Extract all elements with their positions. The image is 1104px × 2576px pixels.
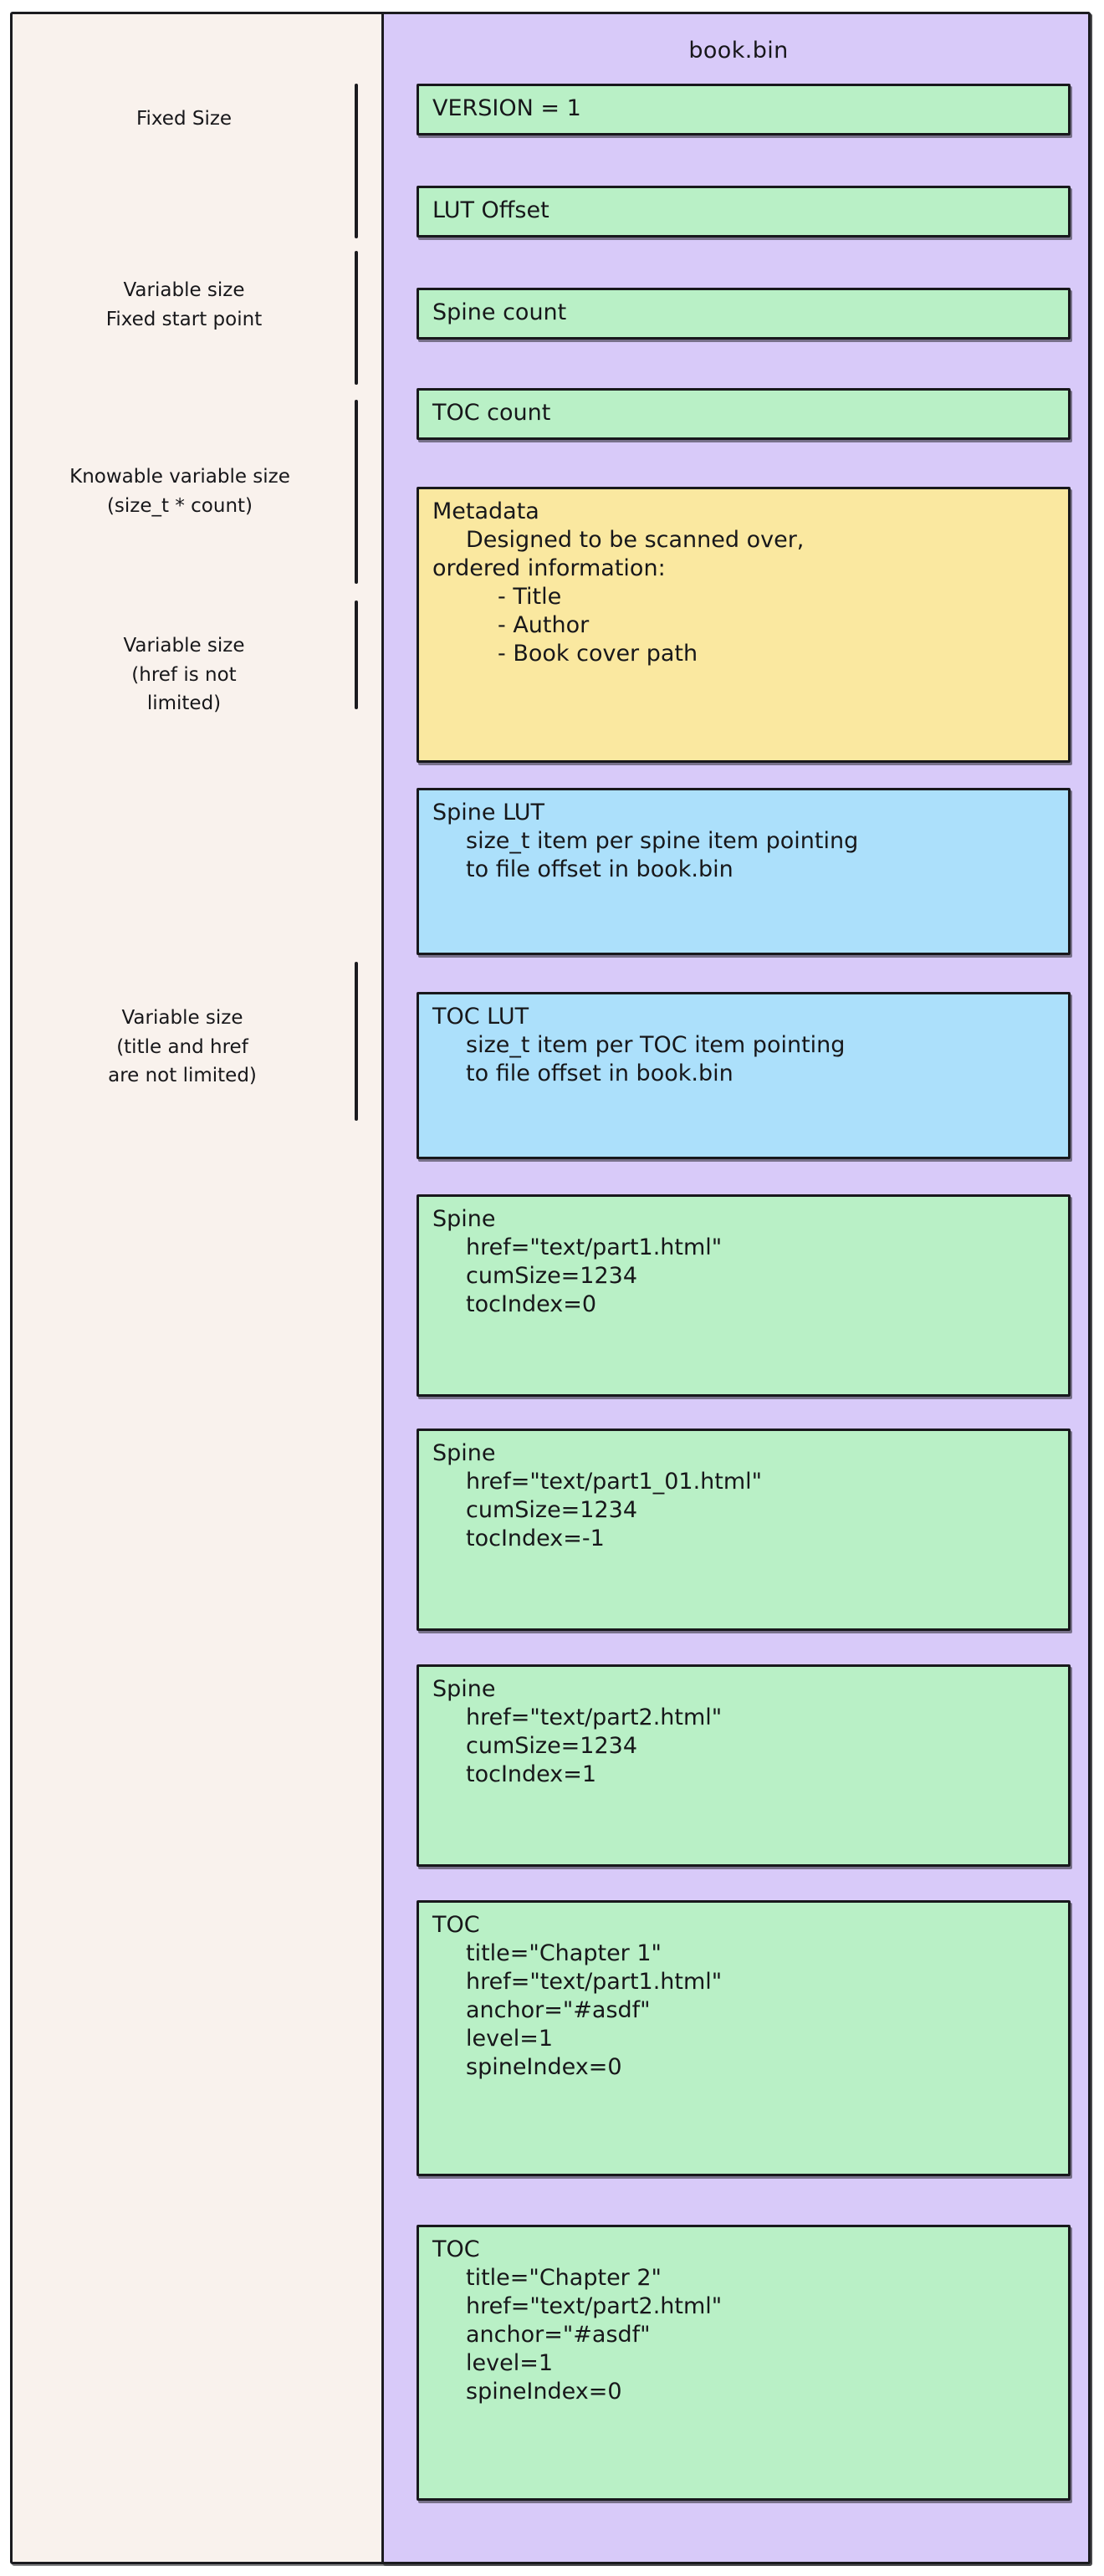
block-line: Spine <box>432 1206 496 1232</box>
block-line: size_t item per spine item pointing <box>466 828 859 855</box>
block-line: tocIndex=0 <box>466 1291 597 1318</box>
bracket-knowable-variable <box>355 400 358 584</box>
block-line: - Title <box>498 584 562 611</box>
block-line: VERSION = 1 <box>432 95 581 121</box>
block-line: Spine <box>432 1676 496 1702</box>
section-label-fixed-size: Fixed Size <box>135 108 233 130</box>
bracket-variable-href <box>355 601 358 709</box>
section-label-variable-title-href: Variable size (title and href are not li… <box>108 1007 257 1086</box>
block-lut-offset: LUT Offset <box>417 186 1071 238</box>
section-label-variable-fixed-start: Variable size Fixed start point <box>105 279 263 330</box>
block-spine-2: Spine href="text/part1_01.html"cumSize=12… <box>417 1429 1071 1631</box>
block-toc-2: TOC title="Chapter 2"href="text/part2.htm… <box>417 2225 1071 2501</box>
block-line: size_t item per TOC item pointing <box>466 1032 846 1059</box>
block-toc-count: TOC count <box>417 388 1071 440</box>
block-line: cumSize=1234 <box>466 1263 638 1290</box>
block-line: TOC LUT <box>432 1004 529 1030</box>
block-line: href="text/part2.html" <box>466 1705 723 1731</box>
section-label-variable-href: Variable size (href is not limited) <box>123 635 245 714</box>
block-line: title="Chapter 1" <box>466 1940 662 1967</box>
block-version: VERSION = 1 <box>417 84 1071 135</box>
block-line: level=1 <box>466 2026 554 2052</box>
block-line: Spine LUT <box>432 800 545 825</box>
block-line: href="text/part1.html" <box>466 1969 723 1996</box>
block-line: Spine <box>432 1440 496 1466</box>
block-line: level=1 <box>466 2350 554 2377</box>
block-line: tocIndex=-1 <box>466 1526 605 1552</box>
block-line: to file offset in book.bin <box>466 1061 733 1087</box>
block-line: cumSize=1234 <box>466 1733 638 1760</box>
block-line: title="Chapter 2" <box>466 2265 662 2292</box>
block-line: LUT Offset <box>432 197 549 223</box>
block-line: cumSize=1234 <box>466 1497 638 1524</box>
book-bin-title: book.bin <box>688 38 789 64</box>
block-line: ordered information: <box>432 555 666 582</box>
block-line: to file offset in book.bin <box>466 856 733 883</box>
block-line: href="text/part1_01.html" <box>466 1469 763 1495</box>
block-line: - Author <box>498 612 590 639</box>
block-line: spineIndex=0 <box>466 2379 622 2405</box>
block-line: href="text/part1.html" <box>466 1234 723 1261</box>
block-line: TOC <box>432 1912 480 1938</box>
block-spine-lut: Spine LUT size_t item per spine item poin… <box>417 788 1071 955</box>
block-line: TOC <box>432 2236 480 2262</box>
bracket-fixed-size <box>355 84 358 238</box>
block-line: Metadata <box>432 498 539 524</box>
block-spine-count: Spine count <box>417 288 1071 340</box>
block-line: anchor="#asdf" <box>466 1997 651 2024</box>
block-line: href="text/part2.html" <box>466 2293 723 2320</box>
block-line: Designed to be scanned over, <box>466 527 805 554</box>
block-line: tocIndex=1 <box>466 1761 597 1788</box>
block-line: spineIndex=0 <box>466 2054 622 2081</box>
block-line: - Book cover path <box>498 641 698 667</box>
bracket-variable-fixed-start <box>355 251 358 385</box>
bracket-variable-title-href <box>355 962 358 1121</box>
block-line: Spine count <box>432 299 567 325</box>
block-line: anchor="#asdf" <box>466 2322 651 2349</box>
section-label-knowable-variable: Knowable variable size (size_t * count) <box>69 466 290 517</box>
block-line: TOC count <box>432 400 551 426</box>
